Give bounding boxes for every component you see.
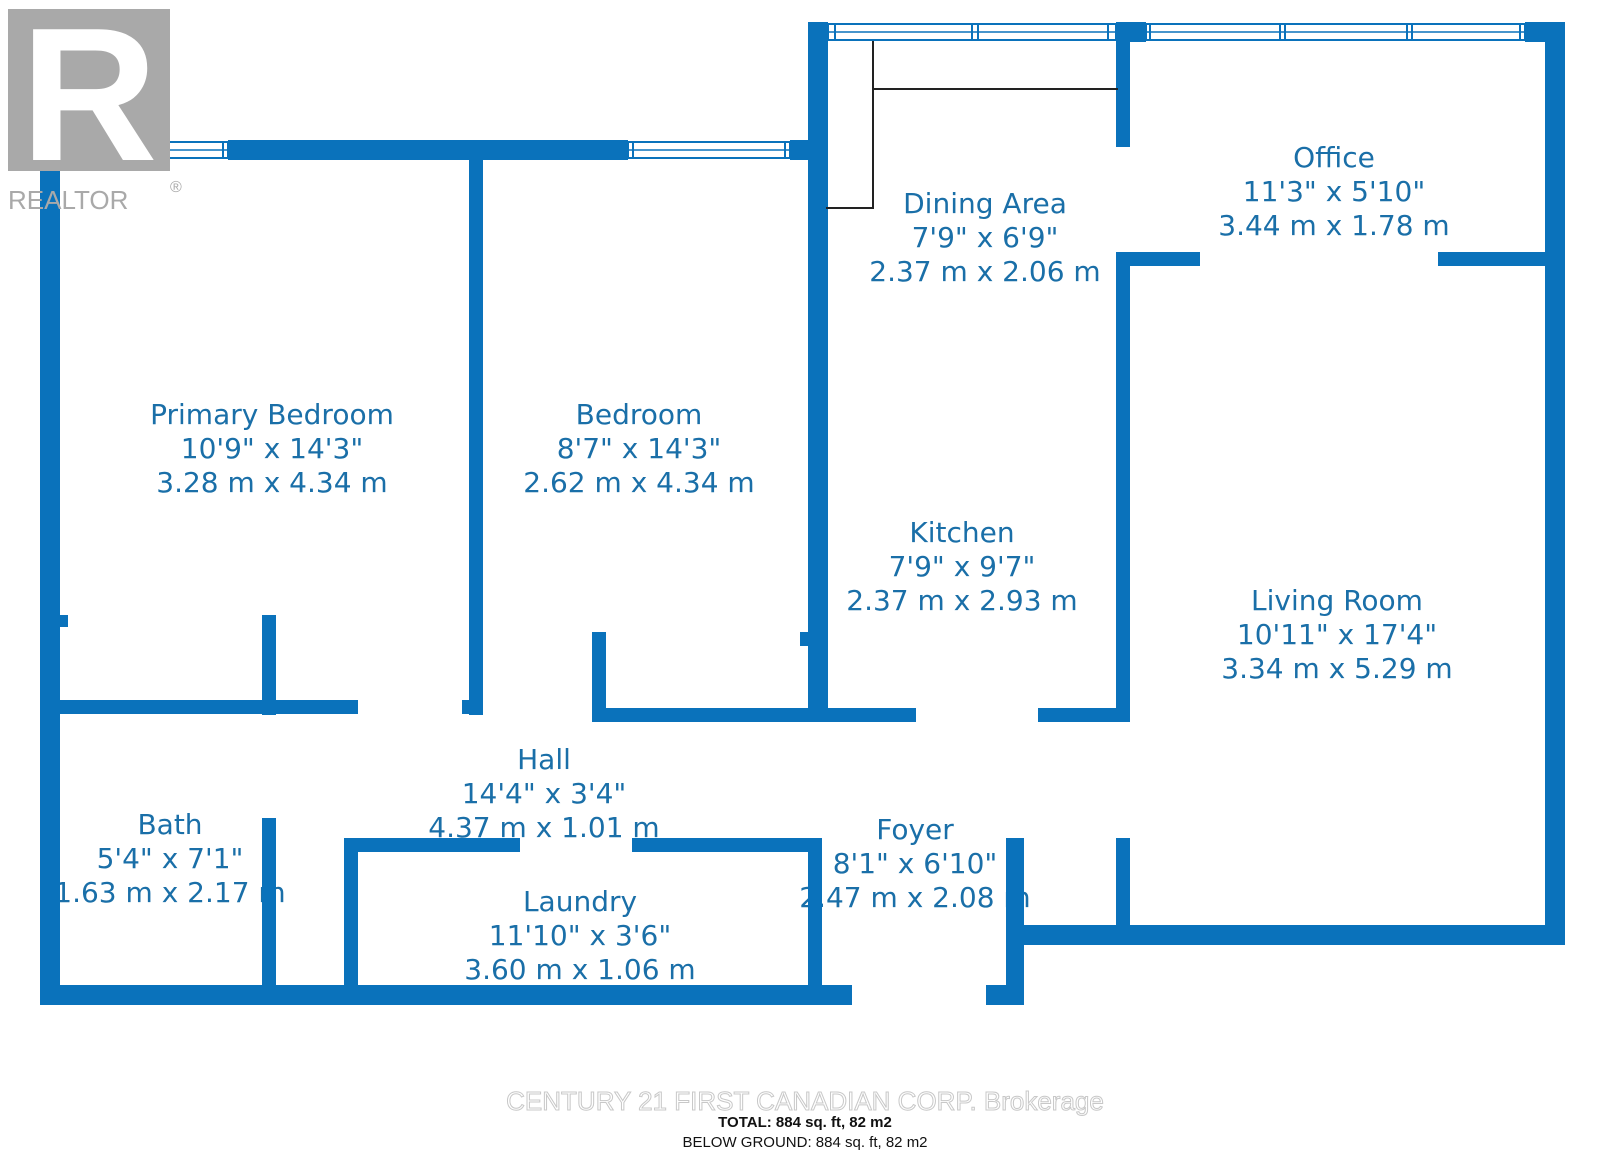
windows [69, 23, 1526, 159]
room-foyer-name: Foyer [876, 813, 954, 846]
room-primary-imperial: 10'9" x 14'3" [181, 432, 363, 465]
room-office-imperial: 11'3" x 5'10" [1243, 175, 1425, 208]
room-bath-name: Bath [137, 808, 202, 841]
room-laundry-name: Laundry [523, 885, 637, 918]
wall-living-left [1116, 252, 1130, 722]
wall-closet-left [592, 632, 606, 722]
wall-stub [262, 615, 276, 715]
wall-laundry-top [344, 838, 520, 852]
wall-office-bottom [1438, 252, 1565, 266]
wall-right-outer [1545, 22, 1565, 942]
room-hall-name: Hall [517, 743, 571, 776]
realtor-logo-box [8, 9, 170, 171]
realtor-logo-word: REALTOR [8, 185, 128, 215]
wall-living-bottom [1006, 925, 1565, 945]
below-ground-area: BELOW GROUND: 884 sq. ft, 82 m2 [682, 1134, 927, 1151]
wall-top-segment [790, 140, 810, 160]
wall-bottom-outer-over [40, 985, 852, 1005]
room-foyer-metric: 2.47 m x 2.08 m [799, 881, 1030, 914]
room-bedroom-name: Bedroom [576, 398, 703, 431]
walls-overlay [40, 700, 1024, 1005]
room-dining-metric: 2.37 m x 2.06 m [869, 255, 1100, 288]
room-bedroom-metric: 2.62 m x 4.34 m [523, 466, 754, 499]
wall-kitchen-bottom [1038, 708, 1130, 722]
room-bath-imperial: 5'4" x 7'1" [97, 842, 244, 875]
wall-bedrooms-divider [469, 150, 483, 715]
wall-foyer-right-over [1006, 838, 1024, 1005]
wall-office-bottom [1116, 252, 1200, 266]
realtor-logo-mark: ® [170, 179, 182, 196]
room-dining-name: Dining Area [903, 187, 1067, 220]
room-bath-metric: 1.63 m x 2.17 m [54, 876, 285, 909]
wall-closet-bottom [592, 708, 822, 722]
wall-bath-right-over [262, 818, 276, 1000]
brokerage-watermark: CENTURY 21 FIRST CANADIAN CORP. Brokerag… [506, 1086, 1104, 1116]
wall-laundry-right [808, 838, 822, 998]
wall-top-segment [1116, 22, 1146, 42]
room-hall-imperial: 14'4" x 3'4" [462, 777, 627, 810]
room-laundry-imperial: 11'10" x 3'6" [489, 919, 671, 952]
realtor-logo-letter: R [20, 0, 157, 201]
wall-dining-office [1116, 22, 1130, 147]
wall-closet-stub [800, 632, 810, 646]
wall-bedroom-kitchen [808, 22, 828, 722]
room-living-metric: 3.34 m x 5.29 m [1221, 652, 1452, 685]
room-kitchen-metric: 2.37 m x 2.93 m [846, 584, 1077, 617]
wall-top-segment [228, 140, 628, 160]
wall-top-segment [808, 22, 828, 42]
room-living-name: Living Room [1251, 584, 1423, 617]
room-primary-metric: 3.28 m x 4.34 m [156, 466, 387, 499]
room-office-metric: 3.44 m x 1.78 m [1218, 209, 1449, 242]
dining-closet-lines [826, 41, 1118, 209]
wall-laundry-top [632, 838, 822, 852]
room-foyer-imperial: 8'1" x 6'10" [833, 847, 998, 880]
wall-living-lower-left [1116, 838, 1130, 943]
realtor-logo: R REALTOR ® [8, 0, 182, 215]
room-dining-imperial: 7'9" x 6'9" [912, 221, 1059, 254]
room-primary-name: Primary Bedroom [150, 398, 394, 431]
room-bedroom-imperial: 8'7" x 14'3" [557, 432, 722, 465]
wall-hall-top [462, 700, 482, 714]
room-office-name: Office [1293, 141, 1375, 174]
room-kitchen-name: Kitchen [909, 516, 1014, 549]
wall-left-outer-over [40, 700, 60, 1000]
total-area: TOTAL: 884 sq. ft, 82 m2 [718, 1114, 892, 1131]
wall-laundry-left [344, 838, 358, 998]
wall-kitchen-bottom [808, 708, 916, 722]
wall-stub [40, 615, 68, 627]
room-laundry-metric: 3.60 m x 1.06 m [464, 953, 695, 986]
wall-hall-top [40, 700, 358, 714]
room-kitchen-imperial: 7'9" x 9'7" [889, 550, 1036, 583]
room-living-imperial: 10'11" x 17'4" [1237, 618, 1437, 651]
